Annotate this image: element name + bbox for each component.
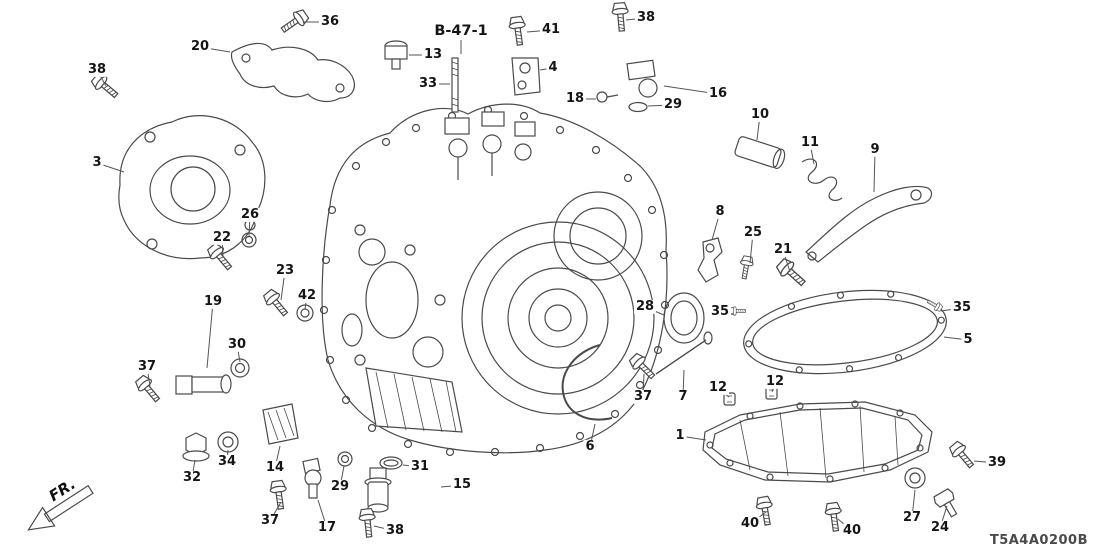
leader-line-29 [339,465,345,488]
leader-line-4 [539,67,554,71]
leader-line-9 [873,149,876,193]
leader-line-28 [644,306,665,316]
leader-line-14 [274,445,281,469]
leader-line-30 [236,344,241,363]
leader-line-32 [191,459,196,479]
leader-line-31 [402,464,421,468]
leader-line-8 [711,211,721,241]
leader-line-26 [248,214,251,237]
leader-line-38 [96,69,107,87]
diagram-code: T5A4A0200B [989,533,1088,548]
part-pipe [734,136,786,170]
leader-line-37 [146,366,151,387]
leader-line-40 [837,518,853,532]
part-speed-sensor [596,59,658,113]
leader-line-37 [269,501,282,522]
leader-line-1 [679,435,707,441]
part-small-bracket [697,237,723,283]
part-drain-bolt [182,432,210,462]
leader-line-27 [911,489,916,519]
leader-line-40 [749,511,767,525]
part-side-cover [118,115,266,260]
leader-line-15 [440,484,463,488]
leader-line-34 [226,449,229,463]
leader-line-37 [642,373,645,398]
leader-line-3 [96,162,125,173]
part-stay-bracket [230,42,355,103]
part-feed-pipe [561,344,613,421]
leader-line-42 [304,295,308,310]
leader-line-35 [940,307,963,312]
leader-line-23 [280,270,286,301]
part-magnet-plate [262,403,299,445]
leader-line-5 [943,336,969,341]
leader-line-12 [717,387,730,398]
part-joint-pipe [655,331,713,375]
leader-line-22 [221,237,224,257]
leader-line-7 [682,369,685,398]
leader-line-41 [526,29,552,33]
leader-line-19 [206,301,214,369]
part-sensor-bolt [933,488,958,518]
leader-line-29 [647,104,674,107]
leader-line-12 [771,381,776,393]
part-position-sensor [175,374,232,395]
part-stud-bolt [451,57,459,113]
part-pan-gasket [743,289,947,375]
leader-line-6 [589,423,596,448]
part-oil-pan [702,400,933,483]
part-pipe-clip [723,386,778,406]
part-spring [801,158,843,202]
leader-line-35 [719,311,734,315]
part-solenoid [364,467,392,513]
leader-line-16 [663,85,719,95]
leader-line-24 [939,505,948,529]
part-transmission-case [319,103,670,457]
leader-line-25 [749,232,754,264]
leader-line-39 [973,460,998,464]
part-oil-seal [663,292,705,344]
leader-line-38 [373,525,396,532]
leader-line-17 [317,499,328,529]
leader-line-20 [199,46,231,53]
leader-line-21 [782,249,791,273]
leader-line-10 [756,114,761,141]
part-lever-arm [805,185,933,263]
leader-line-38 [625,17,647,21]
part-sensor-connector [302,457,322,499]
part-breather-cap [384,40,408,70]
part-connector-bracket [511,57,541,96]
leader-line-11 [809,142,815,165]
